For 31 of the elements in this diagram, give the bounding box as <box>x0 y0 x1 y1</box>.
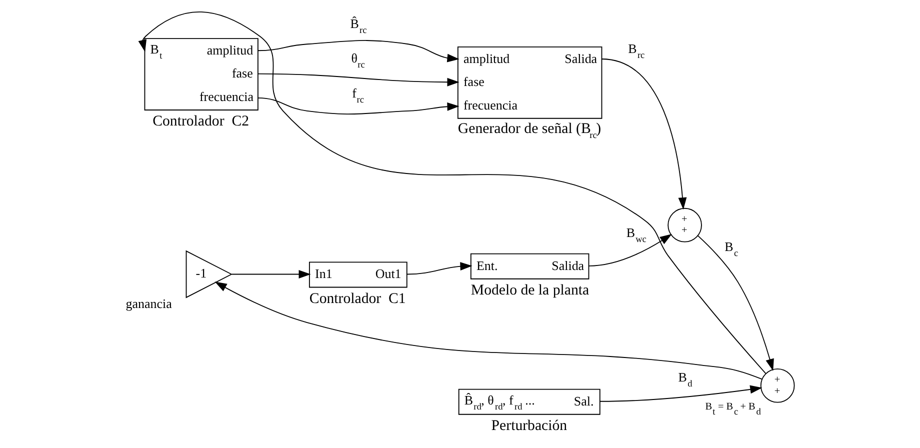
arrow <box>138 12 766 374</box>
edge-label: B$_{wc}$ <box>626 224 646 245</box>
node-label: ganancia <box>126 296 172 311</box>
arrow <box>601 58 687 210</box>
node-label: Perturbación <box>491 418 568 434</box>
edge-label: B$_{d}$ <box>678 370 692 390</box>
arrow <box>599 385 762 402</box>
node-circle: + + <box>668 208 702 242</box>
edge-label: B$_{c}$ <box>724 238 738 259</box>
node-box: In1 Out1 <box>308 262 408 288</box>
edge-label: B̂$_{rc}$ <box>350 16 367 36</box>
node-label: Modelo de la planta <box>470 282 590 298</box>
node-box: amplitud Salida fase frecuencia <box>457 46 602 119</box>
arrow <box>257 98 460 114</box>
node-box: B$_{t}$ amplitud fase frecuencia <box>144 38 258 110</box>
node-box: B̂$_{rd}$, θ$_{rd}$, f$_{rd}$ ... Sal. <box>458 388 600 415</box>
arrow <box>588 234 672 266</box>
arrow <box>257 73 460 86</box>
edge-label: f$_{rc}$ <box>352 86 364 106</box>
arrow <box>257 40 460 62</box>
edge-label: θ$_{rc}$ <box>351 50 365 70</box>
node-label: Controlador C1 <box>309 290 406 307</box>
node-box: Ent. Salida <box>470 253 590 280</box>
node-label: Generador de señal (B$_{rc}$) <box>458 121 602 142</box>
arrow <box>214 282 763 380</box>
arrow <box>406 262 472 275</box>
arrow <box>231 270 311 278</box>
arrow <box>697 235 774 371</box>
node-label: Controlador C2 <box>152 114 250 130</box>
edge-label: B$_{rc}$ <box>628 41 645 62</box>
node-circle: + + <box>760 368 795 403</box>
